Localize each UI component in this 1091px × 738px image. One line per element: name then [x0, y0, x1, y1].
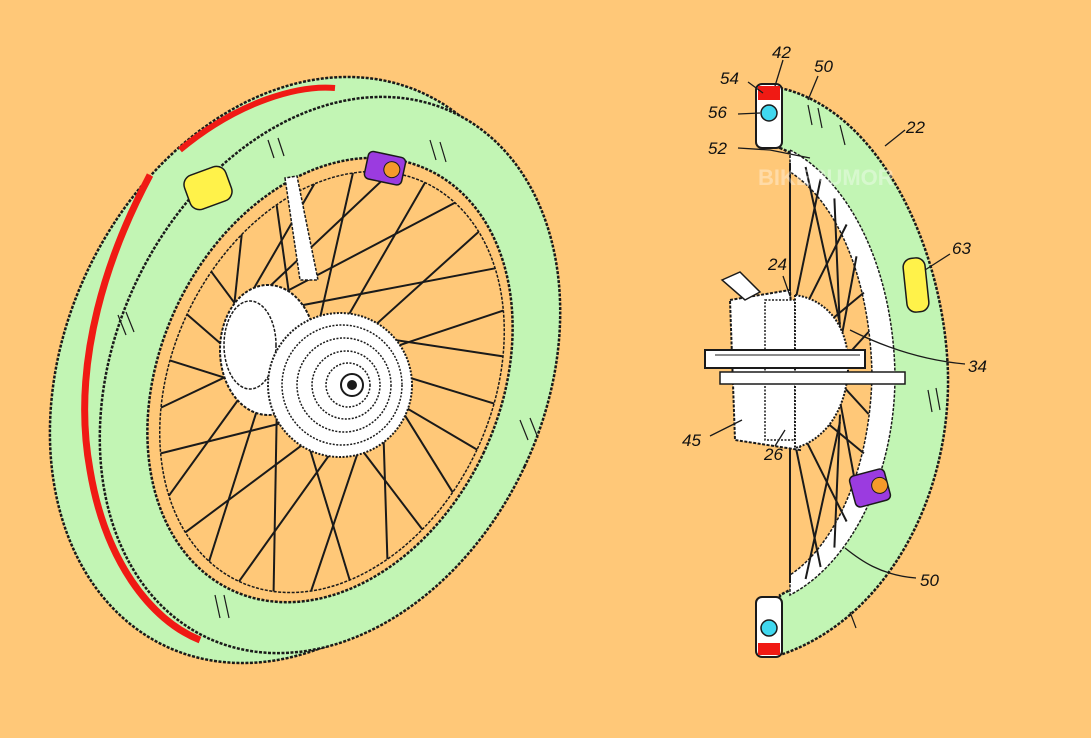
spoke: [833, 198, 841, 332]
valve-cap-section: [848, 468, 892, 508]
spoke: [804, 421, 841, 580]
leader-lines: [709, 59, 966, 579]
spoke: [276, 201, 456, 298]
rim-hatching: [117, 137, 539, 619]
spoke: [292, 267, 496, 308]
sensor-63: [902, 257, 930, 313]
cassette: [267, 312, 413, 458]
spoke: [160, 418, 298, 455]
valve-cap: [363, 150, 407, 186]
spoke: [160, 372, 233, 409]
spoke: [310, 434, 365, 592]
ref-26: 26: [763, 445, 783, 464]
rim-half-section: [778, 86, 950, 657]
spoke: [382, 309, 504, 352]
ref-50-bottom: 50: [920, 571, 939, 590]
valve-stem: [284, 175, 319, 281]
spoke: [833, 414, 841, 548]
axle: [347, 380, 357, 390]
ref-42: 42: [772, 43, 791, 62]
wheel-perspective-view: [48, 75, 562, 665]
spoke: [272, 403, 278, 592]
ref-22: 22: [905, 118, 925, 137]
ref-34: 34: [968, 357, 987, 376]
tire-section-top: [755, 83, 783, 149]
tire-stripe-top: [178, 84, 336, 153]
ref-45: 45: [682, 431, 701, 450]
spoke: [363, 230, 480, 337]
tire-section-bottom: [755, 596, 783, 658]
spoke: [258, 171, 392, 298]
hub-cutaway: [704, 271, 906, 452]
spoke: [839, 256, 858, 346]
ref-52: 52: [708, 139, 727, 158]
section-hatching: [807, 104, 941, 629]
spoke: [804, 166, 841, 325]
spoke: [315, 172, 354, 336]
spoke: [839, 400, 858, 490]
sensor: [183, 165, 233, 211]
tire-stripe: [81, 173, 202, 644]
spoke: [238, 439, 341, 582]
ref-63: 63: [952, 239, 971, 258]
watermark: BIKERUMOR: [758, 165, 894, 190]
ref-24: 24: [767, 255, 787, 274]
ref-54: 54: [720, 69, 739, 88]
spoke: [184, 433, 317, 534]
hub-flange: [223, 300, 277, 390]
spoke: [339, 182, 426, 331]
ref-56: 56: [708, 103, 727, 122]
spoke: [382, 419, 389, 560]
ref-50-top: 50: [814, 57, 833, 76]
spoke: [168, 392, 244, 497]
wheel-section-view: BIKERUMOR 42 50 54 56 52 22 24 63 34 45 …: [682, 43, 987, 658]
